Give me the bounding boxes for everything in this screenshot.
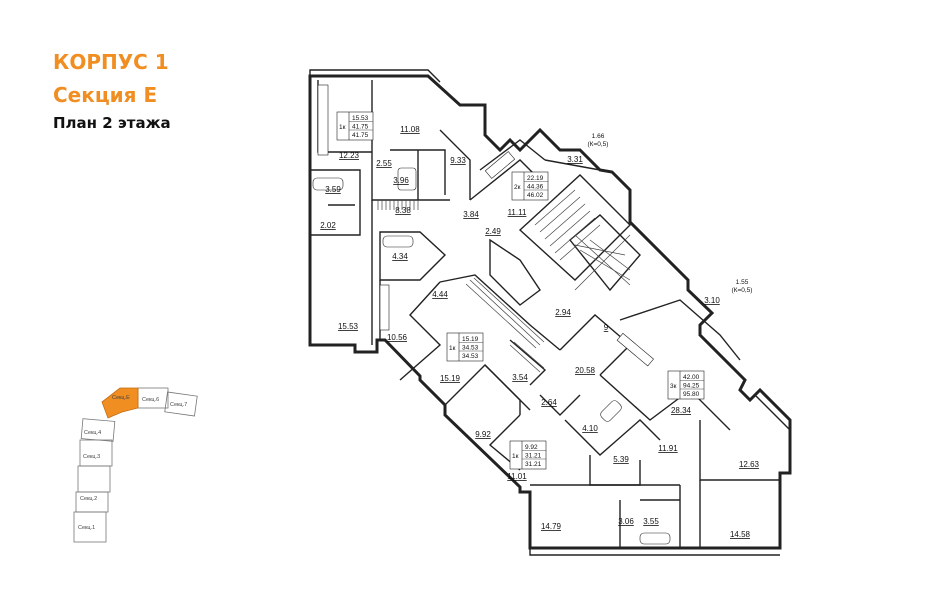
room-area-label: 2.55 — [376, 159, 392, 168]
room-area-label: 11.91 — [658, 444, 678, 453]
apartment-area: 9.92 — [525, 444, 538, 451]
room-area-label: 9.92 — [475, 430, 491, 439]
room-area-label: 4.44 — [432, 290, 448, 299]
active-section-highlight — [101, 387, 139, 419]
keymap-section-label: Секц.7 — [170, 402, 187, 408]
apartment-area: 31.21 — [525, 461, 542, 468]
interior-walls — [310, 80, 780, 548]
room-area-label: 12.63 — [739, 460, 760, 469]
room-area-label: 2.94 — [555, 308, 571, 317]
apartment-area: 95.80 — [683, 391, 700, 398]
plan-title: План 2 этажа — [53, 114, 171, 132]
balcony-coefficient: (К=0,5) — [732, 287, 753, 294]
room-area-label: 14.58 — [730, 530, 751, 539]
room-area-label: 3.54 — [512, 373, 528, 382]
room-area-label: 11.08 — [400, 125, 420, 134]
apartment-area: 15.53 — [352, 115, 369, 122]
stairwell — [534, 189, 631, 291]
apartment-badge-frame — [509, 440, 547, 470]
apartment-area: 42.00 — [683, 374, 700, 381]
apartment-area: 34.53 — [462, 353, 479, 360]
balcony-coefficient: (К=0,5) — [588, 141, 609, 148]
room-area-label: 15.53 — [338, 322, 359, 331]
apartment-area: 46.02 — [527, 192, 544, 199]
apartment-type: 2к — [514, 184, 521, 191]
bathtubs — [312, 167, 671, 545]
room-area-label: 2.02 — [320, 221, 336, 230]
apartment-area: 44.36 — [527, 184, 544, 191]
apartment-badge-frame — [667, 370, 705, 400]
room-area-label: 28.34 — [671, 406, 692, 415]
building-title: КОРПУС 1 — [53, 50, 169, 74]
keymap-section-label: Секц.Е — [112, 395, 130, 401]
room-area-label: 3.96 — [393, 176, 409, 185]
apartment-area: 15.19 — [462, 336, 479, 343]
apartment-area: 31.21 — [525, 453, 542, 460]
room-area-label: 8.38 — [395, 206, 411, 215]
apartment-area: 22.19 — [527, 175, 544, 182]
room-area-label: 9.33 — [450, 156, 466, 165]
apartment-area: 41.75 — [352, 124, 369, 131]
apartment-badge-frame — [511, 171, 549, 201]
keymap-section-label: Секц.1 — [78, 525, 95, 531]
room-area-label: 5.39 — [613, 455, 629, 464]
hatched-partitions — [377, 200, 545, 373]
keymap-section-label: Секц.6 — [142, 397, 159, 403]
section-title: Секция Е — [53, 83, 158, 107]
room-area-label: 3.55 — [643, 517, 659, 526]
apartment-type: 1к — [449, 345, 456, 352]
room-area-label: 11.11 — [508, 208, 527, 217]
room-area-label: 14.79 — [541, 522, 562, 531]
apartment-badge-frame — [446, 332, 484, 362]
apartment-area: 41.75 — [352, 132, 369, 139]
room-area-label: 3.06 — [618, 517, 634, 526]
kitchen-counters — [317, 84, 654, 367]
balcony-area: 1.55 — [736, 279, 749, 286]
room-area-label: 9 — [604, 323, 609, 332]
apartment-area: 34.53 — [462, 345, 479, 352]
outer-walls — [308, 69, 792, 556]
apartment-area: 94.25 — [683, 383, 700, 390]
apartment-type: 3к — [670, 383, 677, 390]
room-area-label: 15.19 — [440, 374, 461, 383]
apartment-type: 1к — [339, 124, 346, 131]
room-area-label: 4.10 — [582, 424, 598, 433]
room-area-label: 3.31 — [567, 155, 583, 164]
apartment-badge-frame — [336, 111, 374, 141]
balcony-area: 1.66 — [592, 133, 605, 140]
keymap-section-label: Секц.3 — [83, 454, 100, 460]
room-area-label: 2.64 — [541, 398, 557, 407]
apartment-type: 1к — [512, 453, 519, 460]
room-area-label: 4.34 — [392, 252, 408, 261]
room-area-label: 3.59 — [325, 185, 341, 194]
room-area-label: 3.84 — [463, 210, 479, 219]
room-area-label: 20.58 — [575, 366, 596, 375]
room-area-label: 10.56 — [387, 333, 408, 342]
room-area-label: 12.23 — [339, 151, 360, 160]
room-area-label: 2.49 — [485, 227, 501, 236]
keymap-section-label: Секц.4 — [84, 430, 101, 436]
balcony-labels: 1.66(К=0,5)1.55(К=0,5) — [588, 133, 753, 294]
keymap-section-label: Секц.2 — [80, 496, 97, 502]
section-keymap: Секц.Е Секц.6 Секц.7 Секц.4 Секц.3 Секц.… — [73, 387, 198, 543]
room-area-label: 3.10 — [704, 296, 720, 305]
room-area-label: 11.01 — [507, 472, 527, 481]
room-labels: 11.08 12.23 2.553.96 3.59 8.38 2.02 9.33 3.31 3.… — [320, 125, 759, 539]
